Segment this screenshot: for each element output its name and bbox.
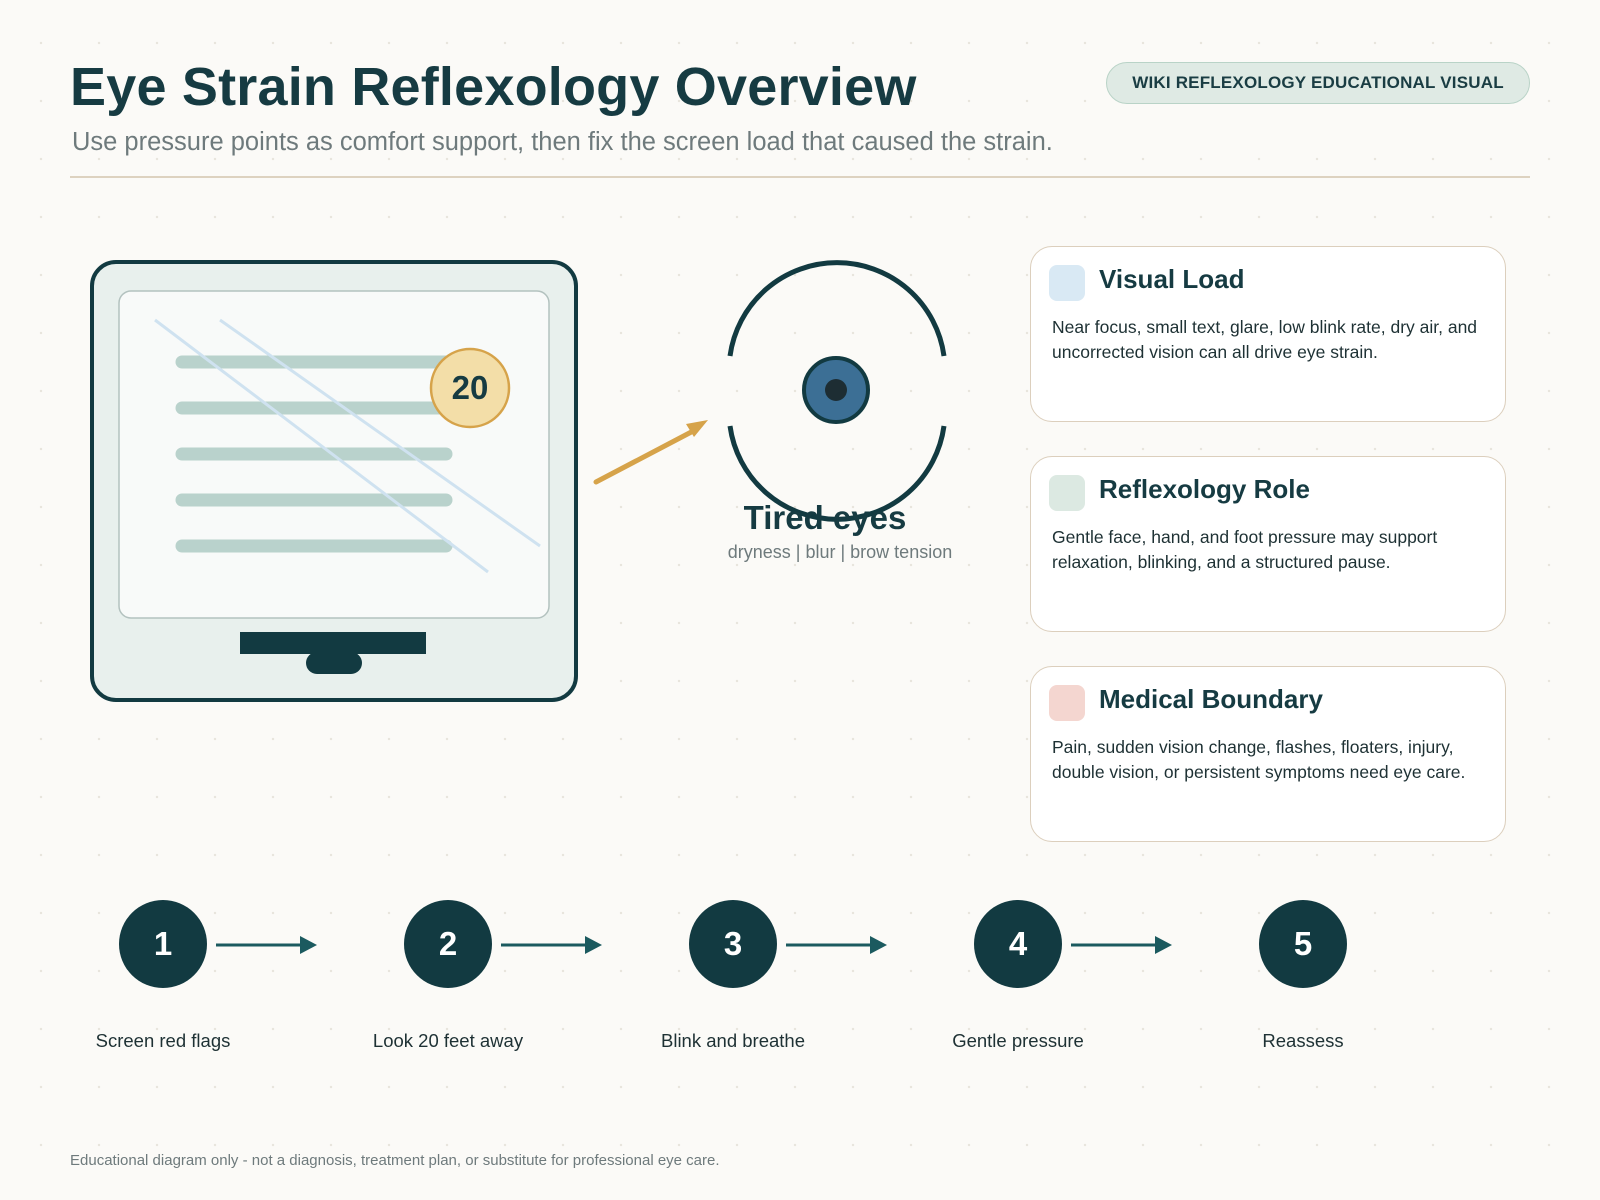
- arrow-head: [686, 420, 708, 437]
- step-2-number: 2: [404, 900, 492, 988]
- step-1-label: Screen red flags: [95, 1030, 231, 1051]
- card-color-swatch: [1049, 685, 1085, 721]
- connector-arrow: [216, 936, 317, 954]
- card-color-swatch: [1049, 475, 1085, 511]
- glare-line: [154, 318, 489, 574]
- eye-title: Tired eyes: [743, 499, 907, 536]
- step-3-label: Blink and breathe: [661, 1030, 805, 1051]
- strain-arrow: [593, 420, 708, 485]
- header-divider: [70, 176, 1530, 178]
- monitor-illustration: 20: [90, 260, 578, 702]
- screen-text-lines: [175, 355, 453, 553]
- footer-disclaimer: Educational diagram only - not a diagnos…: [70, 1152, 720, 1169]
- card-text: Gentle face, hand, and foot pressure may…: [1052, 527, 1438, 572]
- card-visual-load: Visual Load Near focus, small text, glar…: [1030, 246, 1506, 422]
- screen-glare: [154, 318, 541, 574]
- lower-eyelid: [727, 425, 947, 522]
- arrow-shaft: [593, 426, 700, 485]
- connector-arrow: [786, 936, 887, 954]
- card-reflexology-role: Reflexology Role Gentle face, hand, and …: [1030, 456, 1506, 632]
- card-text: Near focus, small text, glare, low blink…: [1052, 317, 1478, 362]
- step-2-label: Look 20 feet away: [372, 1030, 524, 1051]
- eye-subtitle: dryness | blur | brow tension: [727, 542, 953, 562]
- eye-illustration: [727, 260, 947, 522]
- pupil: [825, 379, 847, 401]
- card-title: Visual Load: [1099, 264, 1245, 294]
- connector-arrow: [501, 936, 602, 954]
- page-title: Eye Strain Reflexology Overview: [70, 57, 917, 117]
- step-4-number: 4: [974, 900, 1062, 988]
- page-subtitle: Use pressure points as comfort support, …: [72, 128, 1053, 156]
- step-3-number: 3: [689, 900, 777, 988]
- card-medical-boundary: Medical Boundary Pain, sudden vision cha…: [1030, 666, 1506, 842]
- step-5-number: 5: [1259, 900, 1347, 988]
- step-5-label: Reassess: [1262, 1030, 1344, 1051]
- connector-arrow: [1071, 936, 1172, 954]
- twenty-badge: [429, 347, 511, 429]
- twenty-badge-label: 20: [452, 369, 489, 406]
- step-4-label: Gentle pressure: [952, 1030, 1084, 1051]
- card-color-swatch: [1049, 265, 1085, 301]
- card-title: Reflexology Role: [1099, 474, 1310, 504]
- monitor-base: [306, 652, 362, 674]
- monitor-stand: [240, 632, 426, 654]
- step-1-number: 1: [119, 900, 207, 988]
- upper-eyelid: [727, 260, 947, 357]
- glare-line: [219, 318, 541, 548]
- step-connectors: [216, 936, 1172, 954]
- card-text: Pain, sudden vision change, flashes, flo…: [1052, 737, 1466, 782]
- category-tag: WIKI REFLEXOLOGY EDUCATIONAL VISUAL: [1106, 62, 1530, 104]
- card-title: Medical Boundary: [1099, 684, 1323, 714]
